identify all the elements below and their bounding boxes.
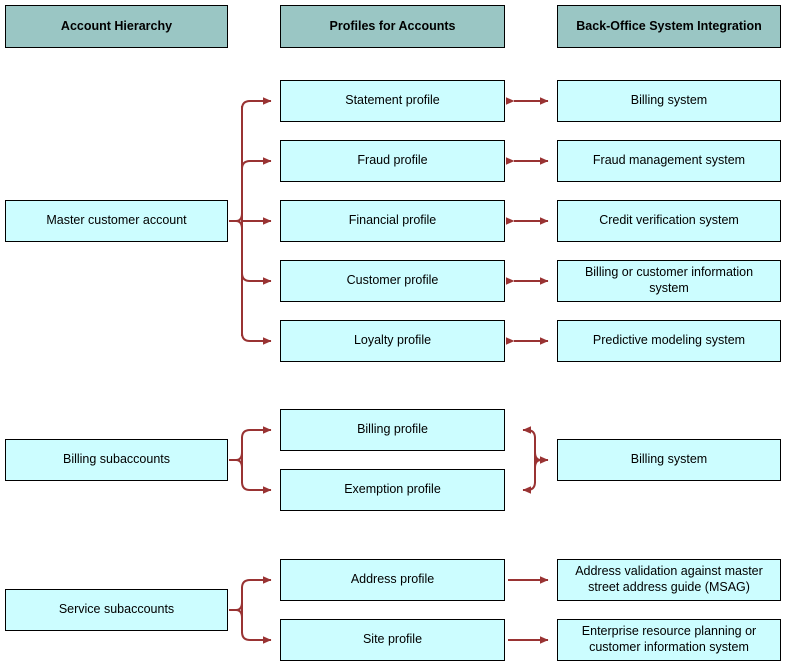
profile-node-label: Exemption profile [344, 482, 441, 497]
profile-node-site-profile[interactable]: Site profile [280, 619, 505, 661]
system-node-label: Predictive modeling system [592, 333, 746, 348]
profile-node-exemption-profile[interactable]: Exemption profile [280, 469, 505, 511]
system-node-label: Address validation against master street… [575, 564, 763, 594]
profile-node-financial-profile[interactable]: Financial profile [280, 200, 505, 242]
system-node-predictive-modeling-system[interactable]: Predictive modeling system [557, 320, 781, 362]
account-node-label: Billing subaccounts [62, 452, 170, 467]
profile-node-customer-profile[interactable]: Customer profile [280, 260, 505, 302]
system-node-billing-system-statement[interactable]: Billing system [557, 80, 781, 122]
column-header-profiles-for-accounts: Profiles for Accounts [280, 5, 505, 48]
account-node-label: Master customer account [46, 213, 187, 228]
system-node-label: Billing or customer information system [584, 265, 754, 295]
system-node-label: Billing system [630, 93, 708, 108]
system-node-billing-system-subaccounts[interactable]: Billing system [557, 439, 781, 481]
system-node-label: Credit verification system [599, 213, 739, 228]
account-node-label: Service subaccounts [58, 602, 175, 617]
system-node-billing-or-customer-information-system[interactable]: Billing or customer information system [557, 260, 781, 302]
account-node-master-customer-account[interactable]: Master customer account [5, 200, 228, 242]
profile-node-label: Fraud profile [357, 153, 428, 168]
system-node-label: Fraud management system [592, 153, 746, 168]
profile-node-label: Financial profile [348, 213, 437, 228]
account-node-billing-subaccounts[interactable]: Billing subaccounts [5, 439, 228, 481]
profile-node-statement-profile[interactable]: Statement profile [280, 80, 505, 122]
profile-node-billing-profile[interactable]: Billing profile [280, 409, 505, 451]
system-node-address-validation-msag[interactable]: Address validation against master street… [557, 559, 781, 601]
column-header-account-hierarchy: Account Hierarchy [5, 5, 228, 48]
profile-node-fraud-profile[interactable]: Fraud profile [280, 140, 505, 182]
system-node-label: Billing system [630, 452, 708, 467]
column-header-label: Back-Office System Integration [576, 18, 762, 33]
profile-node-label: Customer profile [346, 273, 439, 288]
profile-node-label: Address profile [350, 572, 435, 587]
system-node-enterprise-resource-planning[interactable]: Enterprise resource planning or customer… [557, 619, 781, 661]
profile-node-label: Billing profile [357, 422, 428, 437]
system-node-label: Enterprise resource planning or customer… [581, 624, 757, 654]
system-node-fraud-management-system[interactable]: Fraud management system [557, 140, 781, 182]
profile-node-loyalty-profile[interactable]: Loyalty profile [280, 320, 505, 362]
account-node-service-subaccounts[interactable]: Service subaccounts [5, 589, 228, 631]
system-node-credit-verification-system[interactable]: Credit verification system [557, 200, 781, 242]
column-header-back-office-system-integration: Back-Office System Integration [557, 5, 781, 48]
profile-node-label: Loyalty profile [353, 333, 432, 348]
column-header-label: Profiles for Accounts [329, 18, 456, 33]
column-header-label: Account Hierarchy [60, 18, 173, 33]
profile-node-address-profile[interactable]: Address profile [280, 559, 505, 601]
profile-node-label: Statement profile [345, 93, 440, 108]
profile-node-label: Site profile [362, 632, 423, 647]
